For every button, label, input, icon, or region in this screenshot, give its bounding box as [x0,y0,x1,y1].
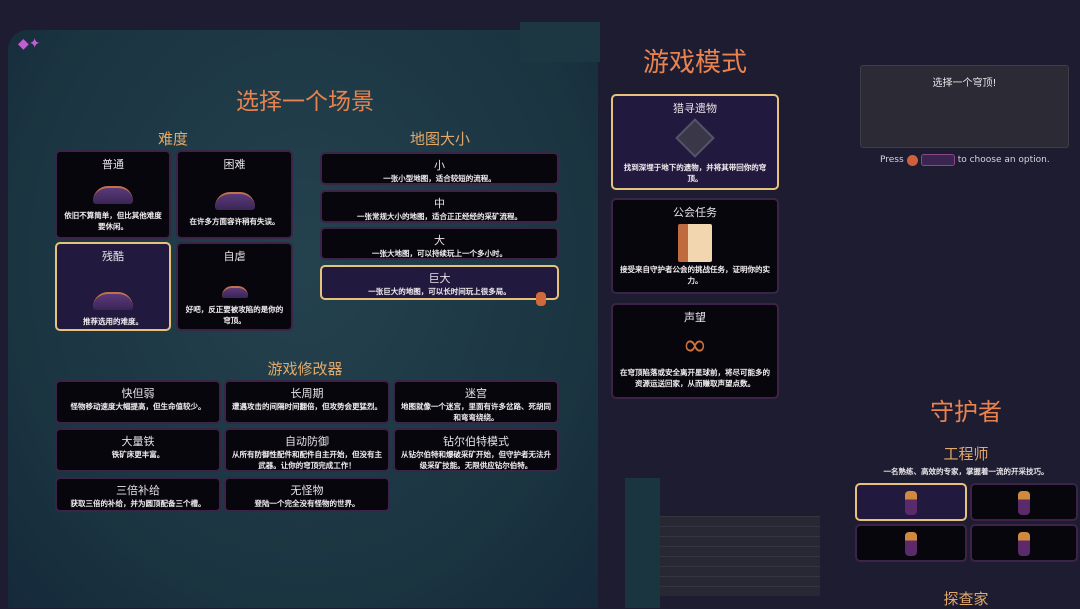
key-icon [920,154,955,166]
prestige-infinity-icon: ∞ [682,328,708,363]
scene-title: 选择一个场景 [236,89,374,115]
keeper-skin-option[interactable] [855,524,967,562]
map-size-medium[interactable]: 中一张常规大小的地图，适合正正经经的采矿流程。 [320,190,559,223]
modifier-card[interactable]: 三倍补给获取三倍的补给，并为圆顶配备三个槽。 [55,477,221,512]
difficulty-title: 难度 [157,130,189,148]
card-desc: 从所有防御性配件和配件自主开始，但没有主武器。让你的穹顶完成工作！ [232,450,382,470]
keeper-skin-option[interactable] [970,524,1078,562]
card-title: 无怪物 [290,484,324,497]
card-title: 自虐 [223,250,246,263]
keeper-skin-option[interactable] [855,483,967,521]
card-desc: 地图就像一个迷宫，里面有许多岔路、死胡同和弯弯绕绕。 [401,402,551,422]
dome-icon [93,186,133,204]
keeper-class-engineer: 工程师 [943,445,989,463]
card-desc: 依旧不算简单，但比其他难度要休闲。 [64,211,162,231]
card-title: 大量铁 [121,435,155,448]
modifier-card[interactable]: 迷宫地图就像一个迷宫，里面有许多岔路、死胡同和弯弯绕绕。 [393,380,559,424]
keeper-sprite-icon [905,532,917,556]
card-title: 猎寻遗物 [673,102,717,115]
card-desc: 找到深埋于地下的遗物，并将其带回你的穹顶。 [623,163,767,183]
card-title: 三倍补给 [116,484,160,497]
mode-relic-hunt[interactable]: 猎寻遗物找到深埋于地下的遗物，并将其带回你的穹顶。 [611,94,779,190]
card-title: 快但弱 [121,387,155,400]
card-title: 长周期 [290,387,324,400]
guild-contract-icon [678,224,712,262]
card-desc: 好吧，反正要被攻陷的是你的穹顶。 [185,305,284,325]
modifier-card[interactable]: 无怪物登陆一个完全没有怪物的世界。 [224,477,390,512]
modifier-card[interactable]: 自动防御从所有防御性配件和配件自主开始，但没有主武器。让你的穹顶完成工作！ [224,428,390,472]
brick-wall [660,516,820,596]
keeper-class-assessor: 探查家 [943,590,989,608]
dome-icon [93,292,133,310]
card-title: 公会任务 [673,206,717,219]
card-title: 普通 [102,158,124,171]
dome-icon [214,192,255,210]
difficulty-hard[interactable]: 困难在许多方面容许稍有失误。 [176,150,293,239]
difficulty-brutal[interactable]: 残酷推荐选用的难度。 [55,242,171,331]
card-desc: 一张小型地图，适合较短的流程。 [383,174,496,183]
card-title: 自动防御 [285,435,329,448]
difficulty-masochist[interactable]: 自虐好吧，反正要被攻陷的是你的穹顶。 [176,242,293,331]
mode-guild-assignments[interactable]: 公会任务接受来自守护者公会的挑战任务，证明你的实力。 [611,198,779,294]
mouse-button-icon [906,154,918,166]
card-title: 困难 [223,158,246,171]
card-desc: 登陆一个完全没有怪物的世界。 [254,499,360,508]
card-desc: 推荐选用的难度。 [83,317,143,326]
card-desc: 从钻尔伯特和爆破采矿开始，但守护者无法升级采矿技能。无限供应钻尔伯特。 [401,450,551,470]
card-desc: 一张大地图，可以持续玩上一个多小时。 [372,249,507,258]
card-title: 小 [434,159,445,172]
card-desc: 铁矿床更丰富。 [111,450,165,459]
modifier-card[interactable]: 大量铁铁矿床更丰富。 [55,428,221,472]
cave-background [520,22,600,62]
keeper-sprite-icon [1018,491,1030,515]
map-size-huge[interactable]: 巨大一张巨大的地图，可以长时间玩上很多局。 [320,265,559,300]
difficulty-normal[interactable]: 普通依旧不算简单，但比其他难度要休闲。 [55,150,171,239]
dome-icon [221,286,248,298]
modifier-card[interactable]: 快但弱怪物移动速度大幅提高，但生命值较少。 [55,380,221,424]
card-desc: 在穹顶陷落或安全离开星球前，将尽可能多的资源运送回家，从而赚取声望点数。 [620,368,770,388]
card-title: 钻尔伯特模式 [443,435,509,448]
map-size-title: 地图大小 [409,130,471,148]
mode-prestige[interactable]: 声望 ∞ 在穹顶陷落或安全离开星球前，将尽可能多的资源运送回家，从而赚取声望点数。 [611,303,779,399]
keeper-title: 守护者 [930,398,1002,426]
map-size-large[interactable]: 大一张大地图，可以持续玩上一个多小时。 [320,227,559,260]
card-title: 大 [434,234,445,247]
card-desc: 怪物移动速度大幅提高，但生命值较少。 [70,402,206,411]
input-hint: Press to choose an option. [880,154,1050,166]
card-title: 巨大 [428,272,451,285]
modifier-card[interactable]: 长周期遭遇攻击的间隔时间翻倍，但攻势会更猛烈。 [224,380,390,424]
relic-icon [675,118,715,158]
keeper-sprite-icon [1018,532,1030,556]
keeper-sprite [536,292,546,306]
card-desc: 在许多方面容许稍有失误。 [189,217,280,226]
map-size-small[interactable]: 小一张小型地图，适合较短的流程。 [320,152,559,185]
info-panel: 选择一个穹顶! [860,65,1069,148]
crystal-icon: ◆✦ [18,36,41,52]
info-text: 选择一个穹顶! [932,78,997,89]
card-desc: 一张巨大的地图，可以长时间玩上很多局。 [368,287,511,296]
keeper-sprite-icon [905,491,917,515]
press-label: Press [880,155,904,165]
card-desc: 获取三倍的补给，并为圆顶配备三个槽。 [70,499,206,508]
modifiers-title: 游戏修改器 [267,360,343,378]
card-desc: 遭遇攻击的间隔时间翻倍，但攻势会更猛烈。 [232,402,382,411]
keeper-class-desc: 一名熟练、高效的专家，掌握着一流的开采技巧。 [883,467,1049,476]
card-title: 残酷 [102,250,124,263]
choose-label: to choose an option. [957,155,1050,165]
card-title: 声望 [684,311,706,324]
card-desc: 接受来自守护者公会的挑战任务，证明你的实力。 [620,265,770,285]
card-title: 中 [434,197,445,210]
modifier-card[interactable]: 钻尔伯特模式从钻尔伯特和爆破采矿开始，但守护者无法升级采矿技能。无限供应钻尔伯特… [393,428,559,472]
modes-title: 游戏模式 [642,48,748,78]
keeper-skin-option[interactable] [970,483,1078,521]
card-title: 迷宫 [465,387,487,400]
cave-shaft [625,478,660,608]
card-desc: 一张常规大小的地图，适合正正经经的采矿流程。 [357,212,522,221]
